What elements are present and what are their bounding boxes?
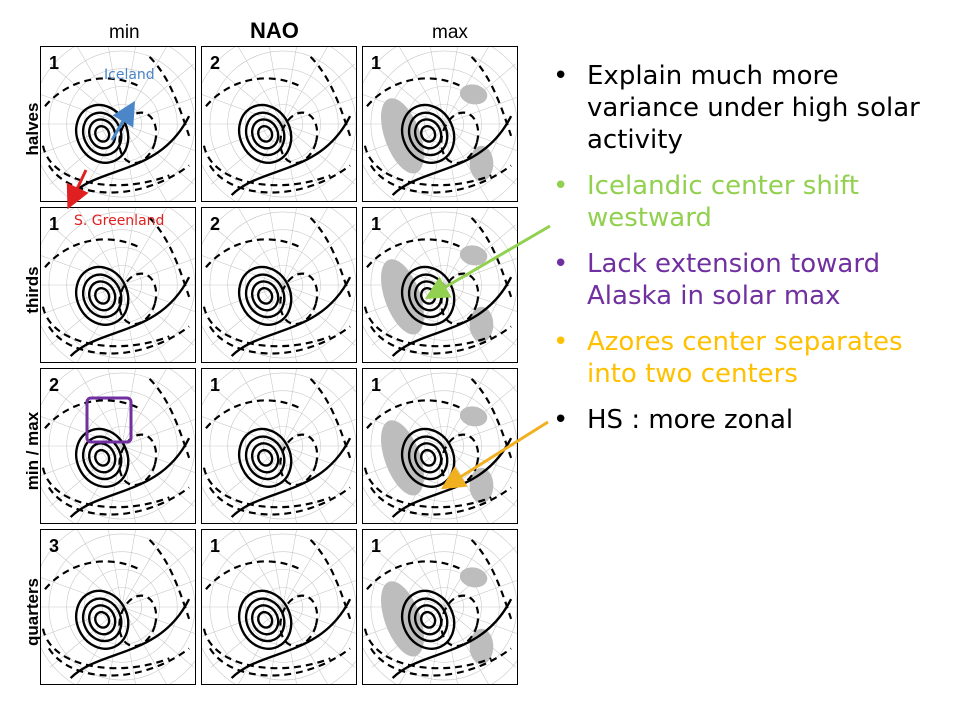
bullet-hs-zonal: HS : more zonal [553,404,953,436]
nao-panel-r4-c2: 1 [201,529,357,685]
s-greenland-label: S. Greenland [74,213,165,229]
panel-number: 1 [49,53,60,73]
bullet-variance: Explain much more variance under high so… [553,60,953,156]
nao-panel-r3-c2: 1 [201,368,357,524]
panel-number: 1 [371,375,382,395]
panel-number: 1 [371,536,382,556]
bullet-alaska-extension: Lack extension toward Alaska in solar ma… [553,248,953,312]
panel-number: 1 [371,214,382,234]
nao-panel-r4-c3: 1 [362,529,518,685]
panel-number: 2 [210,53,221,73]
nao-panel-r1-c2: 2 [201,46,357,202]
panel-number: 1 [210,375,221,395]
bullet-azores-center: Azores center separates into two centers [553,326,953,390]
nao-panel-r3-c1: 2 [40,368,196,524]
panel-number: 1 [371,53,382,73]
panel-number: 2 [210,214,221,234]
panel-number: 1 [49,214,60,234]
bullet-list: Explain much more variance under high so… [553,60,953,450]
nao-panel-r2-c3: 1 [362,207,518,363]
panel-number: 1 [210,536,221,556]
nao-panel-r2-c1: 1 [40,207,196,363]
nao-panel-r1-c3: 1 [362,46,518,202]
bullet-icelandic-shift: Icelandic center shift westward [553,170,953,234]
col-header-max: max [432,22,468,43]
col-header-min: min [109,22,140,43]
nao-panel-r4-c1: 3 [40,529,196,685]
nao-panel-r3-c3: 1 [362,368,518,524]
nao-panel-r2-c2: 2 [201,207,357,363]
panel-number: 3 [49,536,60,556]
col-header-nao: NAO [250,18,299,43]
panel-number: 2 [49,375,60,395]
iceland-label: Iceland [104,67,155,83]
